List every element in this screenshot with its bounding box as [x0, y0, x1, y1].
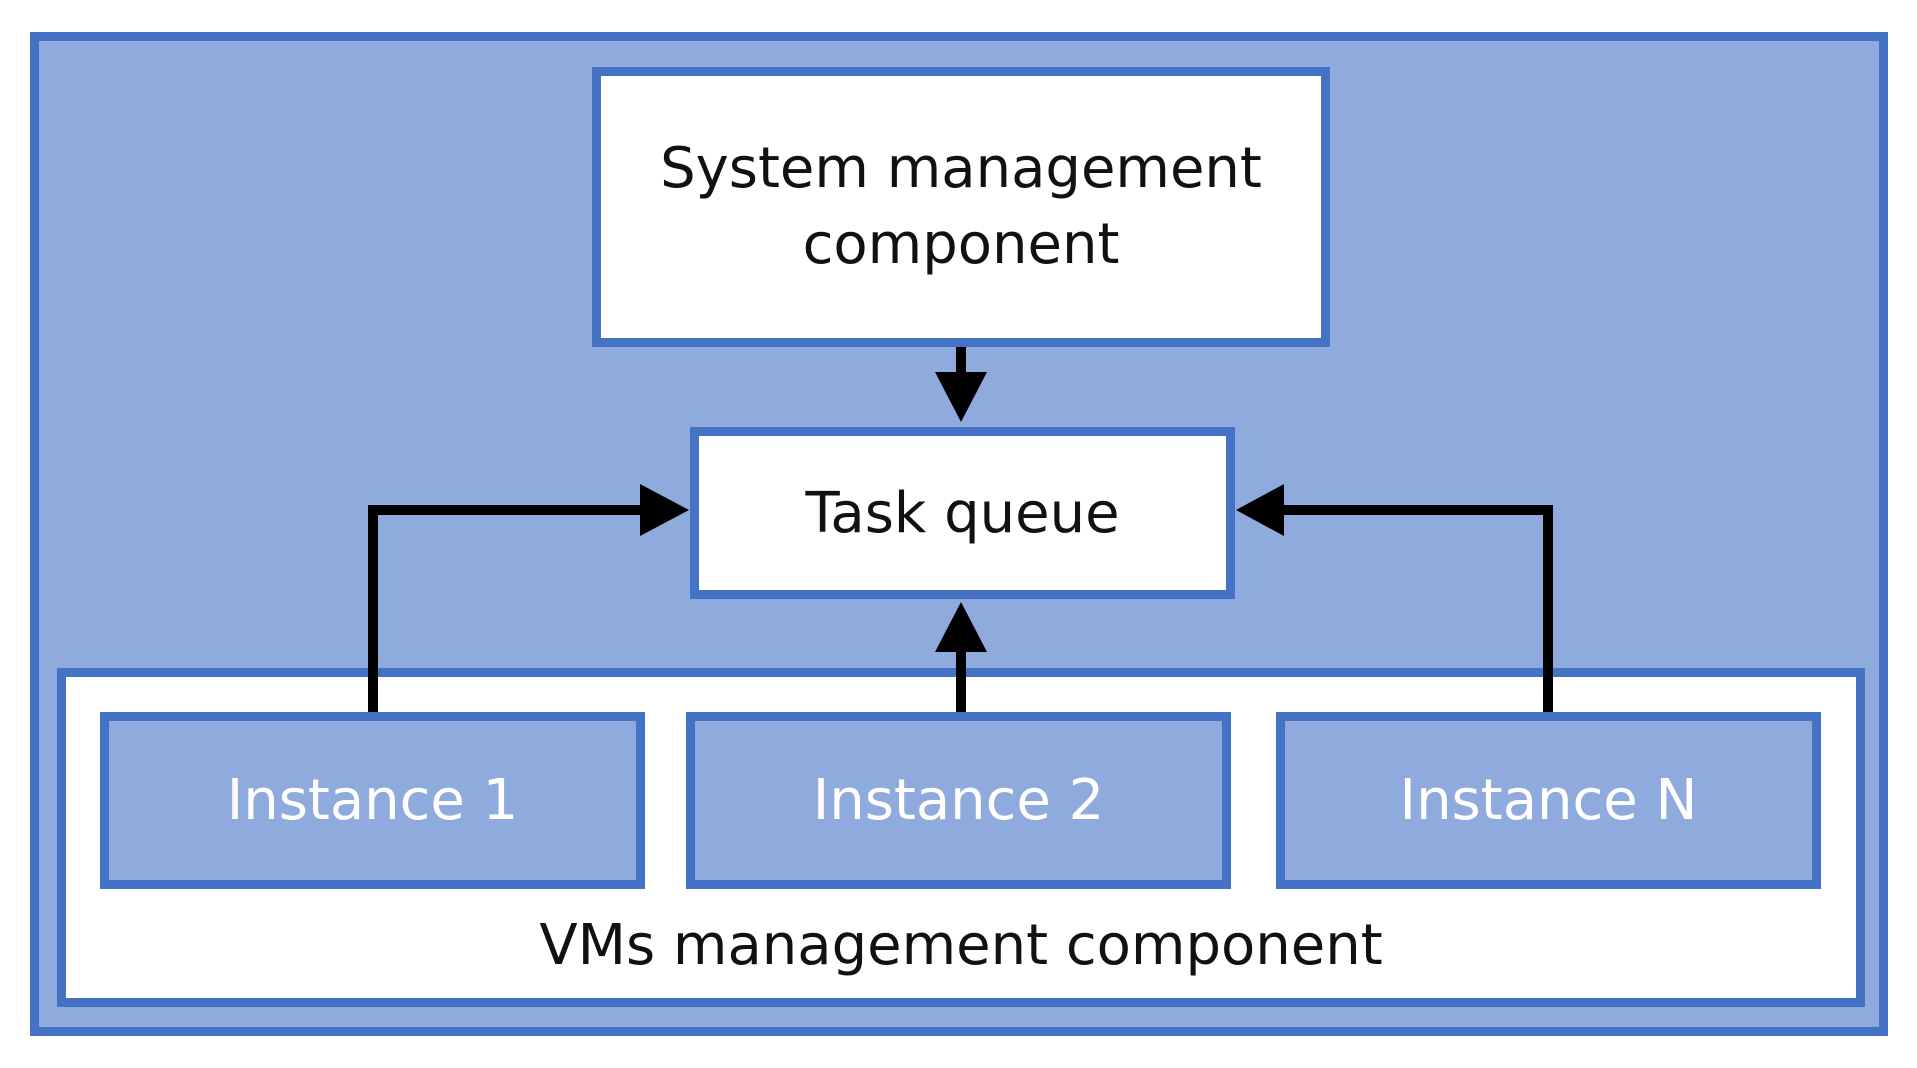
system-management-box: System management component [592, 67, 1330, 347]
instance-label-2: Instance 2 [812, 768, 1105, 833]
task-queue-box: Task queue [690, 427, 1235, 599]
system-management-label: System management component [660, 136, 1262, 277]
task-queue-label: Task queue [805, 480, 1120, 546]
instance-label-1: Instance 1 [226, 768, 519, 833]
instance-box-2: Instance 2 [686, 712, 1231, 889]
instance-label-n: Instance N [1399, 768, 1698, 833]
instance-box-n: Instance N [1276, 712, 1821, 889]
vms-management-label: VMs management component [539, 913, 1383, 978]
instance-box-1: Instance 1 [100, 712, 645, 889]
